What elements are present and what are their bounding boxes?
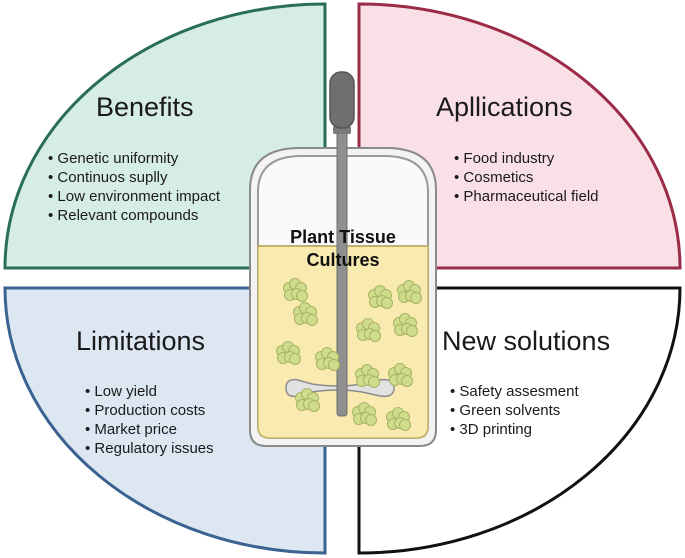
callus-nodule [401,375,413,387]
callus-cluster [388,363,413,387]
callus-nodule [410,292,422,304]
new-solutions-item: Green solvents [450,401,579,420]
callus-nodule [369,330,381,342]
callus-nodule [289,353,301,365]
callus-nodule [365,414,377,426]
callus-cluster [393,313,418,337]
benefits-title: Benefits [96,92,194,122]
new-solutions-item: 3D printing [450,420,579,439]
limitations-item: Low yield [85,382,214,401]
limitations-item: Regulatory issues [85,439,213,458]
callus-nodule [368,376,380,388]
callus-cluster [397,280,422,304]
callus-cluster [356,318,381,342]
benefits-item: Continuos suplly [48,168,220,187]
callus-cluster [352,402,377,426]
callus-nodule [296,290,308,302]
limitations-list: Low yield Production costs Market price … [85,382,214,458]
applications-title: Apllications [436,92,573,122]
center-title-line1: Plant Tissue [290,227,396,247]
center-title-line2: Cultures [306,250,380,270]
benefits-item: Low environment impact [48,187,220,206]
limitations-item: Market price [85,420,214,439]
applications-panel [357,2,682,270]
callus-nodule [328,359,340,371]
new-solutions-title: New solutions [442,326,611,356]
callus-nodule [306,314,318,326]
benefits-item: Relevant compounds [48,206,220,225]
callus-cluster [283,278,308,302]
applications-item: Cosmetics [454,168,599,187]
callus-nodule [399,419,411,431]
callus-cluster [293,302,318,326]
callus-cluster [355,364,380,388]
applications-item: Food industry [454,149,599,168]
new-solutions-list: Safety assesment Green solvents 3D print… [450,382,579,439]
callus-nodule [308,400,320,412]
new-solutions-item: Safety assesment [450,382,578,401]
applications-item: Pharmaceutical field [454,187,598,206]
center-title: Plant Tissue Cultures [255,226,431,272]
callus-cluster [386,407,411,431]
plant-calli-group [276,278,422,431]
bioreactor-icon [249,71,437,447]
callus-nodule [381,297,393,309]
callus-cluster [276,341,301,365]
applications-list: Food industry Cosmetics Pharmaceutical f… [454,149,599,206]
benefits-item: Genetic uniformity [48,149,220,168]
callus-nodule [406,325,418,337]
callus-cluster [368,285,393,309]
benefits-list: Genetic uniformity Continuos suplly Low … [48,149,220,225]
callus-cluster [295,388,320,412]
callus-cluster [315,347,340,371]
limitations-item: Production costs [85,401,214,420]
limitations-title: Limitations [76,326,206,356]
stirrer-motor-handle [329,71,355,129]
